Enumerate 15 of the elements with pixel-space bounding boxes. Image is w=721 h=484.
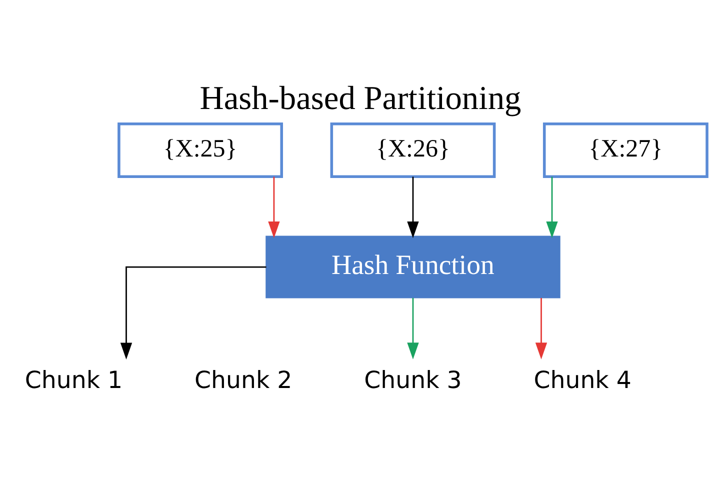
arrow — [546, 176, 558, 238]
arrow — [407, 298, 419, 360]
arrow — [120, 266, 266, 360]
arrow — [407, 176, 419, 238]
arrow — [268, 176, 280, 238]
diagram-title: Hash-based Partitioning — [200, 80, 522, 117]
node-text: Chunk 4 — [534, 366, 632, 394]
node-text: Chunk 1 — [24, 366, 123, 394]
node-box: Hash Function — [266, 236, 560, 298]
node-box: {X:27} — [542, 122, 708, 178]
node-text: Chunk 2 — [194, 366, 292, 394]
arrow — [535, 298, 548, 360]
node-text: Chunk 3 — [364, 366, 462, 394]
node-box: {X:26} — [330, 122, 496, 178]
node-box: {X:25} — [118, 122, 283, 178]
